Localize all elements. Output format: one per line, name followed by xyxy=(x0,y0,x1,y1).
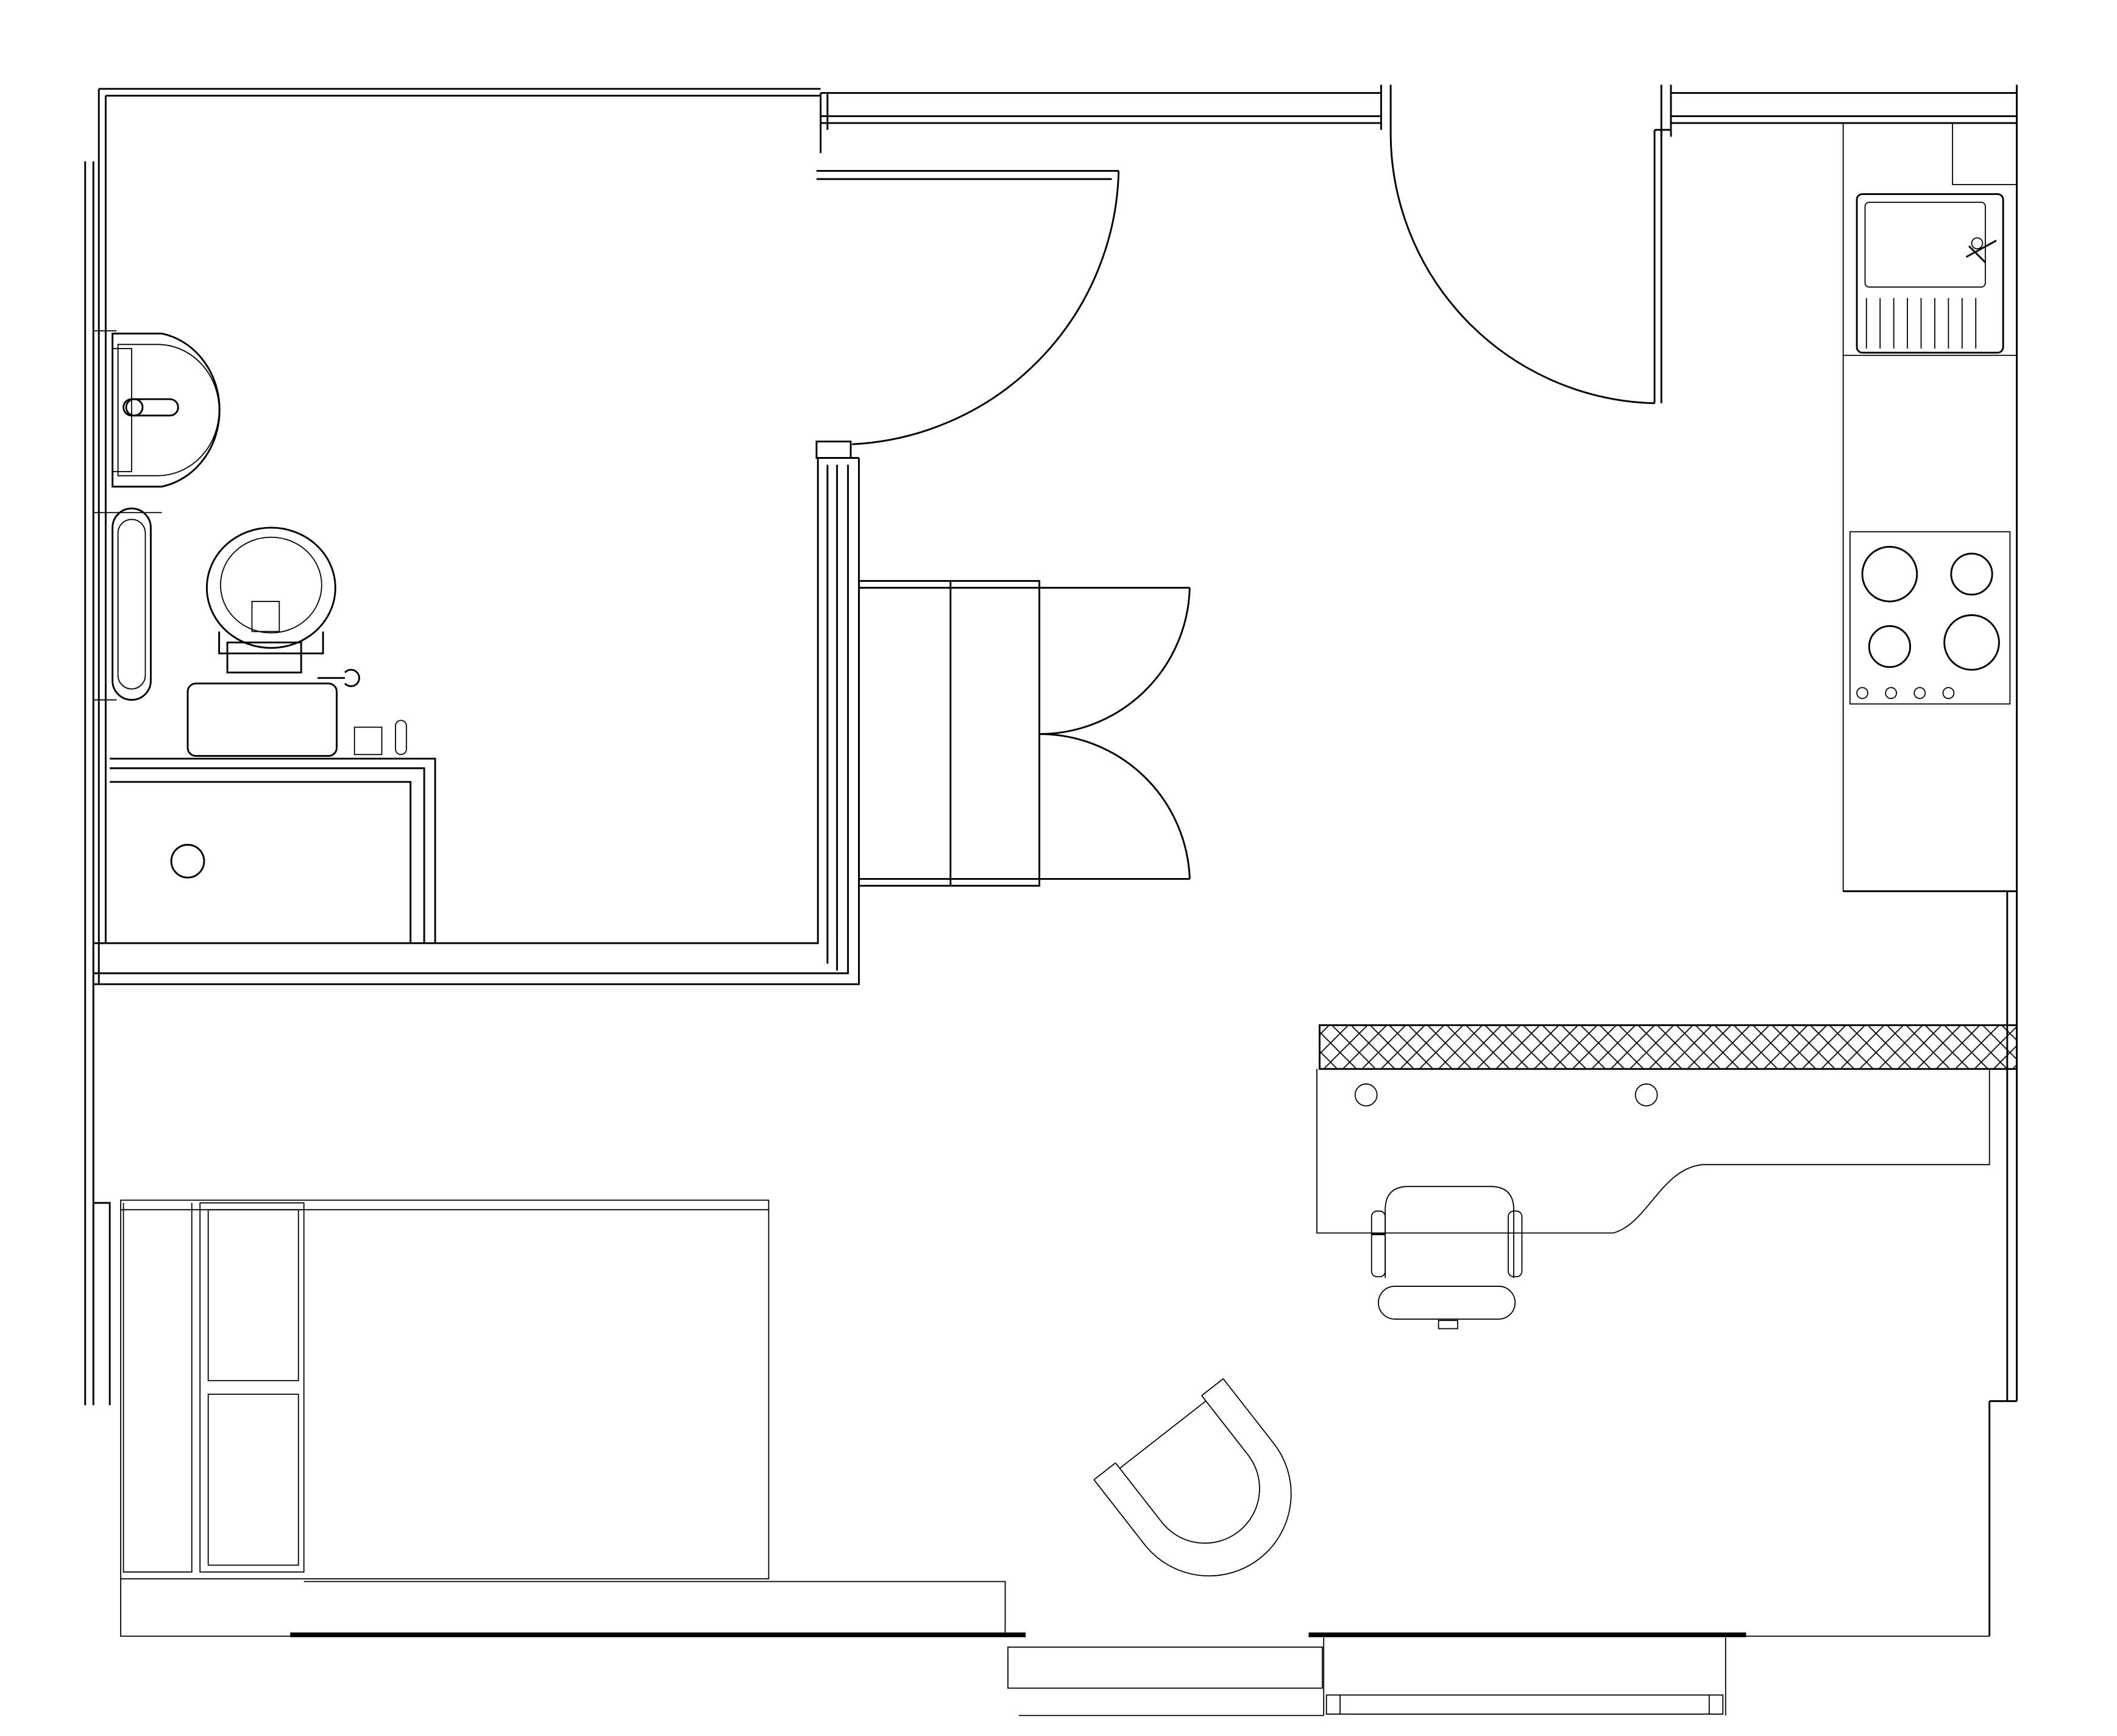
hob[interactable] xyxy=(1849,531,2011,705)
kitchen-sink xyxy=(1856,193,2004,354)
desk[interactable] xyxy=(1316,1069,1990,1234)
bed[interactable] xyxy=(120,1199,770,1579)
bathroom-walls xyxy=(93,441,860,985)
bathroom-door[interactable] xyxy=(816,169,1120,445)
office-chair[interactable] xyxy=(1371,1186,1523,1330)
closet[interactable] xyxy=(858,579,1191,887)
washbasin xyxy=(112,332,221,488)
entrance-door[interactable] xyxy=(1389,129,1672,405)
exterior-walls xyxy=(84,85,2018,1717)
toilet xyxy=(186,526,407,757)
armchair[interactable] xyxy=(1093,1378,1324,1609)
shower-tray xyxy=(110,757,436,943)
hatched-partition xyxy=(1319,1024,2018,1070)
grab-bar xyxy=(112,508,152,701)
kitchen-counter xyxy=(1842,122,2017,893)
